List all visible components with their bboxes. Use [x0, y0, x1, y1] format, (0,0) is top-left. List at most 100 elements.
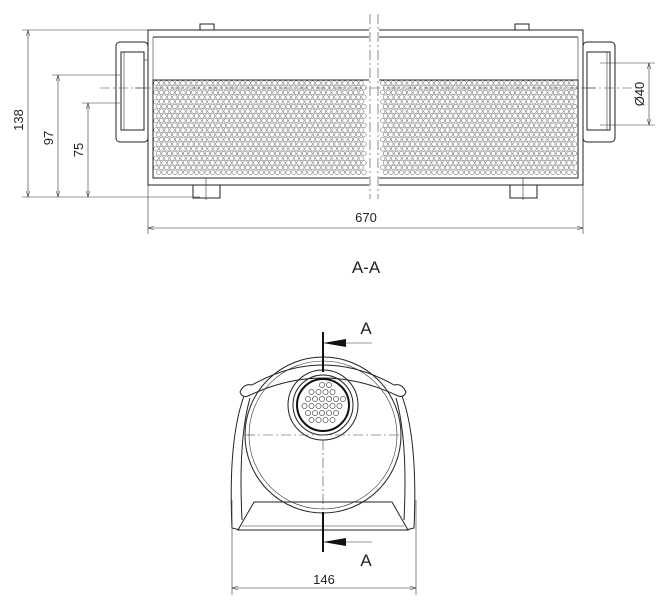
- mesh-cell: [220, 150, 227, 157]
- mesh-cell: [169, 80, 175, 86]
- mesh-cell: [185, 89, 191, 95]
- mesh-cell: [528, 113, 534, 119]
- mesh-cell: [261, 127, 267, 133]
- port-hole: [333, 396, 339, 402]
- mesh-cell: [331, 136, 337, 142]
- mesh-cell: [431, 113, 437, 119]
- mesh-cell: [499, 108, 505, 114]
- mesh-cell: [399, 160, 405, 166]
- mesh-cell: [488, 108, 494, 114]
- mesh-cell: [242, 160, 248, 166]
- mesh-cell: [299, 136, 305, 142]
- mesh-cell: [504, 165, 510, 171]
- mesh-cell: [534, 113, 540, 119]
- mesh-cell: [207, 118, 213, 124]
- mesh-cell: [347, 127, 353, 133]
- mesh-cell: [207, 146, 213, 152]
- mesh-cell: [237, 160, 243, 166]
- mesh-cell: [520, 136, 526, 142]
- mesh-cell: [453, 113, 459, 119]
- mesh-cell: [272, 89, 278, 95]
- mesh-cell: [166, 150, 173, 157]
- mesh-cell: [283, 89, 289, 95]
- mesh-cell: [353, 165, 359, 171]
- mesh-cell: [353, 80, 359, 86]
- mesh-cell: [488, 118, 494, 124]
- mesh-cell: [504, 127, 510, 133]
- mesh-cell: [188, 160, 194, 166]
- mesh-cell: [285, 141, 291, 147]
- mesh-cell: [382, 122, 389, 128]
- mesh-cell: [466, 155, 472, 161]
- mesh-cell: [493, 89, 499, 95]
- mesh-cell: [407, 136, 413, 142]
- mesh-cell: [428, 165, 434, 171]
- mesh-cell: [477, 118, 483, 124]
- mesh-cell: [396, 127, 402, 133]
- dimension-670: 670: [147, 185, 584, 234]
- mesh-cell: [485, 150, 491, 157]
- mesh-cell: [153, 136, 159, 142]
- mesh-cell: [563, 89, 569, 95]
- mesh-cell: [339, 122, 345, 128]
- mesh-cell: [185, 80, 191, 86]
- mesh-cell: [404, 94, 410, 100]
- mesh-cell: [439, 127, 445, 133]
- mesh-cell: [266, 80, 272, 86]
- mesh-cell: [401, 146, 407, 152]
- mesh-cell: [288, 80, 294, 86]
- mesh-cell: [210, 122, 216, 128]
- mesh-cell: [274, 150, 281, 157]
- mesh-cell: [353, 108, 359, 114]
- mesh-cell: [415, 132, 421, 138]
- mesh-cell: [391, 155, 397, 161]
- mesh-cell: [337, 146, 343, 152]
- mesh-cell: [423, 118, 429, 124]
- mesh-cell: [204, 122, 210, 128]
- mesh-cell: [199, 141, 205, 147]
- mesh-cell: [229, 146, 235, 152]
- mesh-cell: [482, 127, 488, 133]
- mesh-cell: [301, 169, 308, 175]
- mesh-cell: [355, 103, 362, 110]
- mesh-cell: [218, 80, 224, 86]
- mesh-cell: [380, 118, 386, 124]
- mesh-cell: [188, 94, 194, 100]
- mesh-cell: [493, 155, 499, 161]
- mesh-cell: [353, 155, 359, 161]
- mesh-cell: [526, 80, 532, 86]
- mesh-cell: [571, 150, 578, 157]
- mesh-cell: [347, 80, 353, 86]
- mesh-cell: [345, 160, 351, 166]
- mesh-cell: [512, 132, 518, 138]
- mesh-cell: [517, 160, 524, 166]
- mesh-cell: [212, 155, 218, 161]
- mesh-cell: [469, 122, 475, 128]
- mesh-cell: [477, 80, 483, 86]
- mesh-cell: [355, 169, 362, 175]
- mesh-cell: [555, 169, 561, 175]
- mesh-cell: [347, 89, 353, 95]
- mesh-cell: [183, 103, 189, 110]
- mesh-cell: [175, 127, 181, 133]
- mesh-cell: [304, 146, 310, 152]
- mesh-cell: [382, 150, 389, 157]
- mesh-cell: [553, 118, 559, 124]
- mesh-cell: [164, 118, 170, 124]
- mesh-cell: [212, 146, 218, 152]
- mesh-cell: [288, 127, 294, 133]
- mesh-cell: [207, 89, 213, 95]
- mesh-cell: [453, 141, 459, 147]
- mesh-cell: [326, 136, 332, 142]
- mesh-cell: [345, 141, 351, 147]
- mesh-cell: [412, 165, 418, 171]
- mesh-cell: [193, 103, 200, 110]
- mesh-cell: [458, 103, 464, 110]
- mesh-cell: [315, 165, 321, 171]
- mesh-cell: [547, 155, 553, 161]
- mesh-cell: [229, 136, 235, 142]
- mesh-cell: [528, 122, 534, 128]
- mesh-cell: [504, 118, 510, 124]
- mesh-cell: [415, 94, 421, 100]
- mesh-cell: [472, 165, 478, 171]
